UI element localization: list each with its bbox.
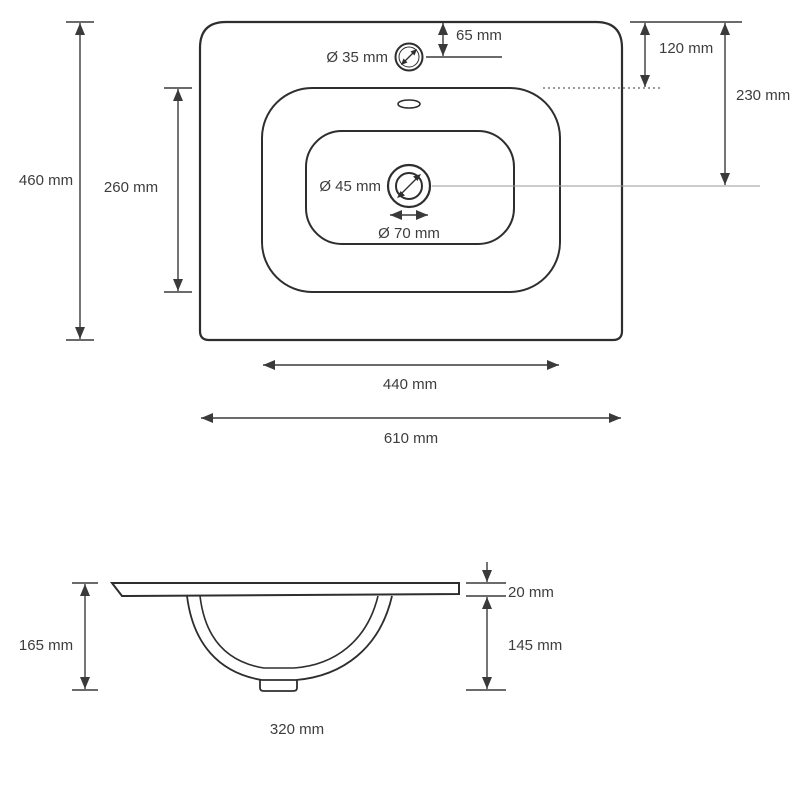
bowl-inner-wall (199, 595, 379, 669)
drain-offset-label: 230 mm (736, 87, 790, 104)
top-view-labels: 460 mm 260 mm Ø 35 mm 65 mm 120 mm 230 m… (19, 27, 790, 447)
overall-width-label: 610 mm (384, 430, 438, 447)
top-view-dimension-lines (66, 21, 760, 423)
overall-height-label: 460 mm (19, 172, 73, 189)
basin-rim-outline (261, 87, 561, 293)
rim-thickness-label: 20 mm (508, 584, 554, 601)
drain-hole (386, 163, 432, 209)
drain-stub (259, 680, 298, 692)
bowl-depth-label: 145 mm (508, 637, 562, 654)
faucet-diameter-label: Ø 35 mm (326, 49, 388, 66)
faucet-offset-label: 65 mm (456, 27, 502, 44)
bowl-outer-wall (186, 595, 393, 681)
sink-outline (198, 20, 624, 342)
side-view-labels: 165 mm 20 mm 145 mm 320 mm (19, 584, 562, 738)
drain-diameter-label: Ø 45 mm (319, 178, 381, 195)
bowl-height-label: 260 mm (104, 179, 158, 196)
drain-outer-diameter-label: Ø 70 mm (378, 225, 440, 242)
side-view-dimension-lines (72, 562, 506, 691)
faucet-hole (394, 42, 424, 72)
countertop-profile (109, 582, 460, 598)
side-bowl-width-label: 320 mm (270, 721, 324, 738)
side-height-label: 165 mm (19, 637, 73, 654)
overflow-slot (397, 99, 421, 109)
basin-bottom-outline (305, 130, 515, 245)
top-view (198, 20, 624, 342)
bowl-offset-label: 120 mm (659, 40, 713, 57)
bowl-width-label: 440 mm (383, 376, 437, 393)
side-view (109, 582, 460, 692)
